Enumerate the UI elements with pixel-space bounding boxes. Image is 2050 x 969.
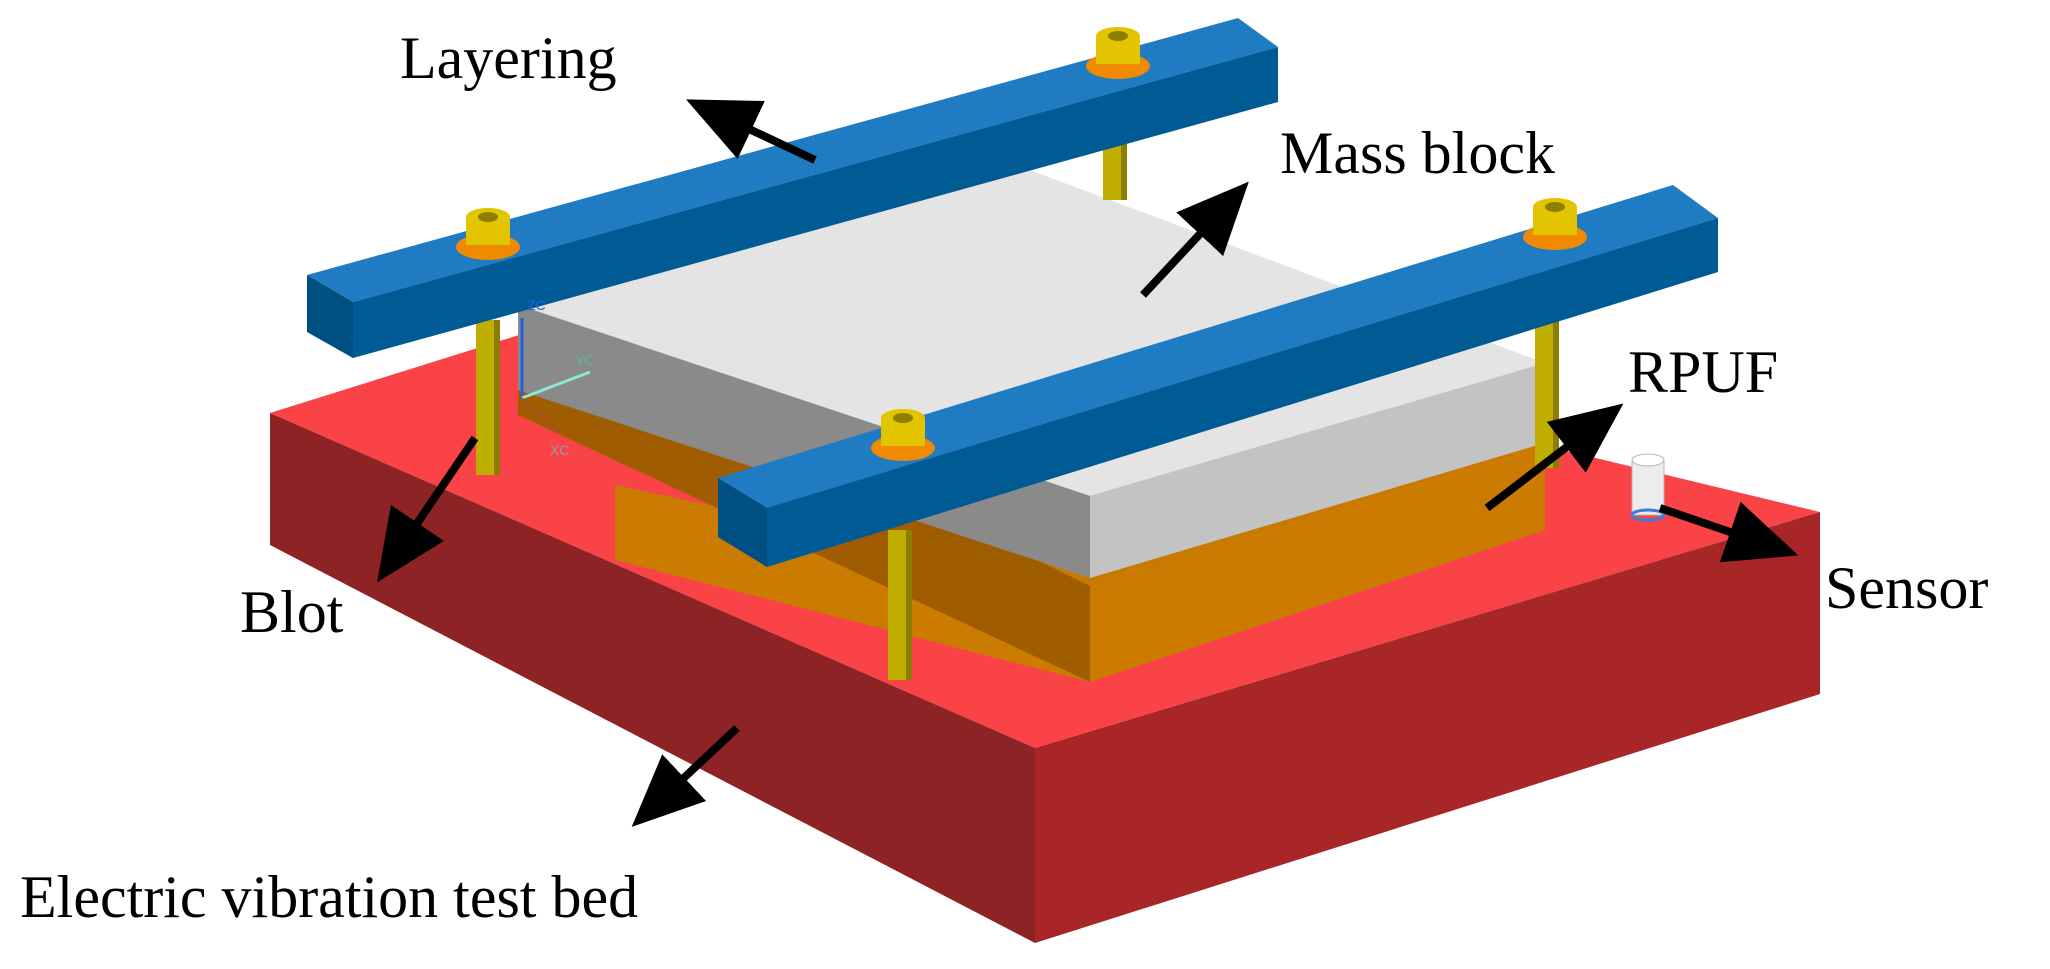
label-mass-block: Mass block <box>1280 120 1555 186</box>
nut-hole <box>893 413 913 423</box>
nut-hole <box>1545 202 1565 212</box>
bolt-front-right <box>1535 318 1559 468</box>
nut-hole <box>478 212 498 222</box>
arrow-mass-block <box>1140 181 1249 298</box>
bolt-shaft-shade <box>906 530 912 680</box>
beam-front-end-face <box>718 478 767 567</box>
label-sensor: Sensor <box>1825 555 1988 621</box>
beam-back-front-face <box>353 47 1278 358</box>
test-bed-front-face <box>270 413 1035 943</box>
axis-z-label: ZC <box>527 297 546 313</box>
axis-y-line <box>521 370 591 400</box>
bolt-heads <box>456 27 1587 461</box>
axis-triad: ZC YC XC <box>520 297 594 458</box>
annotation-arrows <box>377 99 1799 827</box>
mass-block-front-face <box>1090 363 1545 578</box>
layering-beam-front <box>718 185 1718 567</box>
nut-front-left <box>871 409 935 461</box>
sensor-top <box>1631 453 1665 467</box>
sensor <box>1630 453 1666 522</box>
mass-block-top-face <box>518 160 1545 496</box>
labels: Layering Mass block RPUF Sensor Blot Ele… <box>20 25 1988 930</box>
bolt-back-right <box>1103 140 1127 200</box>
axis-x-line <box>521 397 561 433</box>
nut-back-right <box>1086 27 1150 79</box>
nut-hole <box>1108 31 1128 41</box>
arrow-rpuf <box>1484 403 1624 512</box>
bolt-front-left <box>888 530 912 680</box>
nut-front-right <box>1523 198 1587 250</box>
label-test-bed: Electric vibration test bed <box>20 864 638 930</box>
bolt-shaft-shade <box>1553 318 1559 468</box>
nut-back-left <box>456 208 520 260</box>
label-layering: Layering <box>400 25 617 91</box>
beam-back-end-face <box>307 275 353 358</box>
layering-beam-back <box>307 18 1278 358</box>
arrow-layering <box>686 99 817 164</box>
arrow-test-bed <box>631 725 740 827</box>
beam-front-front-face <box>767 218 1718 567</box>
test-bed-side-face <box>1035 512 1820 943</box>
arrow-bolt <box>377 435 479 583</box>
label-rpuf: RPUF <box>1628 339 1778 405</box>
label-bolt: Blot <box>240 579 344 645</box>
arrow-sensor <box>1658 501 1799 563</box>
bolt-shaft-shade <box>494 320 500 475</box>
sensor-body <box>1631 459 1665 516</box>
bolt-shaft-shade <box>1121 140 1127 200</box>
sensor-base-ring <box>1630 508 1666 522</box>
axis-x-label: XC <box>550 442 569 458</box>
axis-y-label: YC <box>575 352 594 368</box>
beam-front-top-face <box>718 185 1718 508</box>
beam-back-top-face <box>307 18 1278 302</box>
bolt-back-left <box>476 320 500 475</box>
